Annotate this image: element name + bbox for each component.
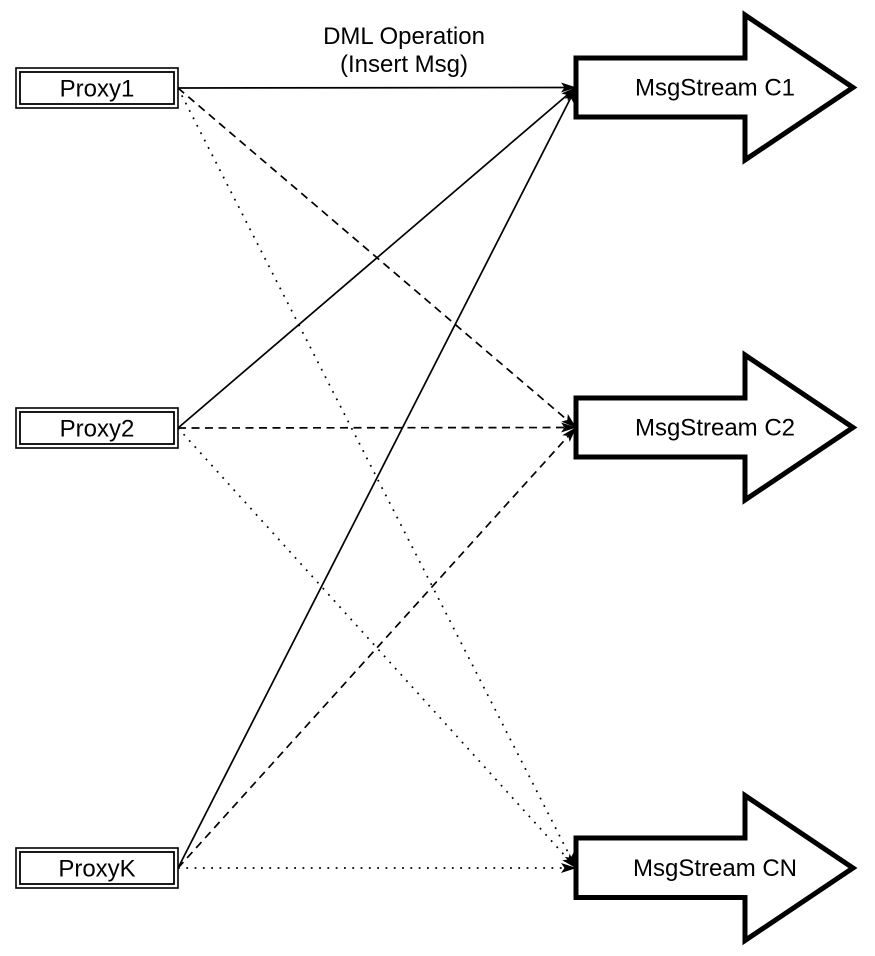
proxy2-box-inner: [19, 411, 175, 445]
annotation-line2: (Insert Msg): [340, 51, 468, 78]
proxy2-box: [15, 407, 179, 449]
proxyk-node: ProxyK: [15, 847, 179, 889]
msgstream-cn-arrow-shape: [573, 790, 858, 946]
annotation-line1: DML Operation: [323, 23, 485, 50]
stream-arrows: MsgStream C1 MsgStream C2 MsgStream CN: [573, 10, 858, 946]
proxy1-label: Proxy1: [60, 76, 135, 103]
proxy1-box: [15, 67, 179, 109]
msgstream-c2-label: MsgStream C2: [635, 415, 795, 442]
proxy2-label: Proxy2: [60, 416, 135, 443]
connector-proxyk-c2: [177, 426, 577, 869]
connector-proxy1-c1: [177, 82, 577, 93]
msgstream-c1-node: MsgStream C1: [573, 10, 858, 165]
msgstream-cn-node: MsgStream CN: [573, 790, 858, 946]
dml-operation-annotation: DML Operation (Insert Msg): [323, 23, 485, 78]
connector-proxy2-c2: [177, 422, 577, 433]
msgstream-cn-label: MsgStream CN: [633, 855, 797, 882]
connectors: [177, 82, 577, 873]
proxyk-box: [15, 847, 179, 889]
proxyk-label: ProxyK: [58, 856, 135, 883]
msgstream-c2-node: MsgStream C2: [573, 350, 858, 505]
msgstream-c1-arrow-shape: [573, 10, 858, 165]
connector-proxyk-c1: [177, 87, 577, 869]
proxyk-box-inner: [19, 851, 175, 885]
msgstream-c1-label: MsgStream C1: [635, 75, 795, 102]
msgstream-c2-arrow-shape: [573, 350, 858, 505]
proxy1-box-inner: [19, 71, 175, 105]
proxy2-node: Proxy2: [15, 407, 179, 449]
proxy-nodes: Proxy1 Proxy2 ProxyK: [15, 67, 179, 889]
proxy1-node: Proxy1: [15, 67, 179, 109]
connector-proxy2-c1: [177, 86, 577, 429]
